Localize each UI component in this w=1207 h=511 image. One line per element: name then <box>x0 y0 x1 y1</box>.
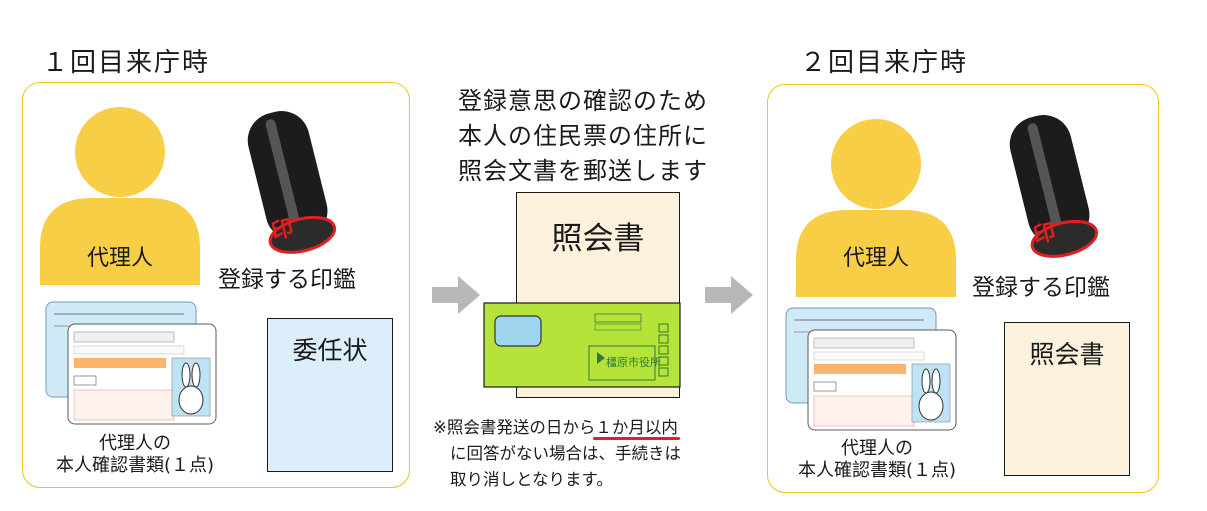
id-card-icon <box>785 307 957 431</box>
power-of-attorney-doc: 委任状 <box>267 318 393 472</box>
seal-stamp-icon <box>1009 115 1099 258</box>
seal-stamp-icon <box>247 111 337 254</box>
id-caption-line1: 代理人の <box>99 433 171 454</box>
seal-label: 登録する印鑑 <box>218 267 356 293</box>
note-prefix: ※照会書発送の日から <box>433 418 596 437</box>
message-line1: 登録意思の確認のため <box>458 87 708 115</box>
agent-label: 代理人 <box>842 246 909 271</box>
agent-person-icon <box>40 107 200 285</box>
arrow-right-icon <box>432 276 480 314</box>
id-caption-line2: 本人確認書類(１点) <box>55 455 215 476</box>
seal-label: 登録する印鑑 <box>972 275 1110 301</box>
note-emphasis: １か月以内 <box>595 418 678 437</box>
inquiry-letter-label: 照会書 <box>1029 340 1105 369</box>
arrow-right-icon <box>705 276 753 314</box>
inquiry-letter-doc: 照会書 <box>1004 322 1130 476</box>
message-line3: 照会文書を郵送します <box>458 157 708 185</box>
note-line3: 取り消しとなります。 <box>450 470 613 489</box>
envelope-sender: 橿原市役所 <box>606 356 661 369</box>
visit1-title: １回目来庁時 <box>42 48 211 78</box>
envelope-icon <box>483 302 681 388</box>
inquiry-letter-label: 照会書 <box>551 221 645 257</box>
id-caption-line1: 代理人の <box>841 438 913 459</box>
agent-label: 代理人 <box>86 246 153 271</box>
message-line2: 本人の住民票の住所に <box>458 122 708 150</box>
id-card-icon <box>45 301 217 425</box>
note-line2: に回答がない場合は、手続きは <box>450 444 681 463</box>
id-caption-line2: 本人確認書類(１点) <box>797 460 957 481</box>
note-line1: ※照会書発送の日から１か月以内 <box>433 416 678 440</box>
visit2-title: ２回目来庁時 <box>800 48 969 78</box>
agent-person-icon <box>796 119 956 297</box>
power-of-attorney-label: 委任状 <box>292 336 368 365</box>
